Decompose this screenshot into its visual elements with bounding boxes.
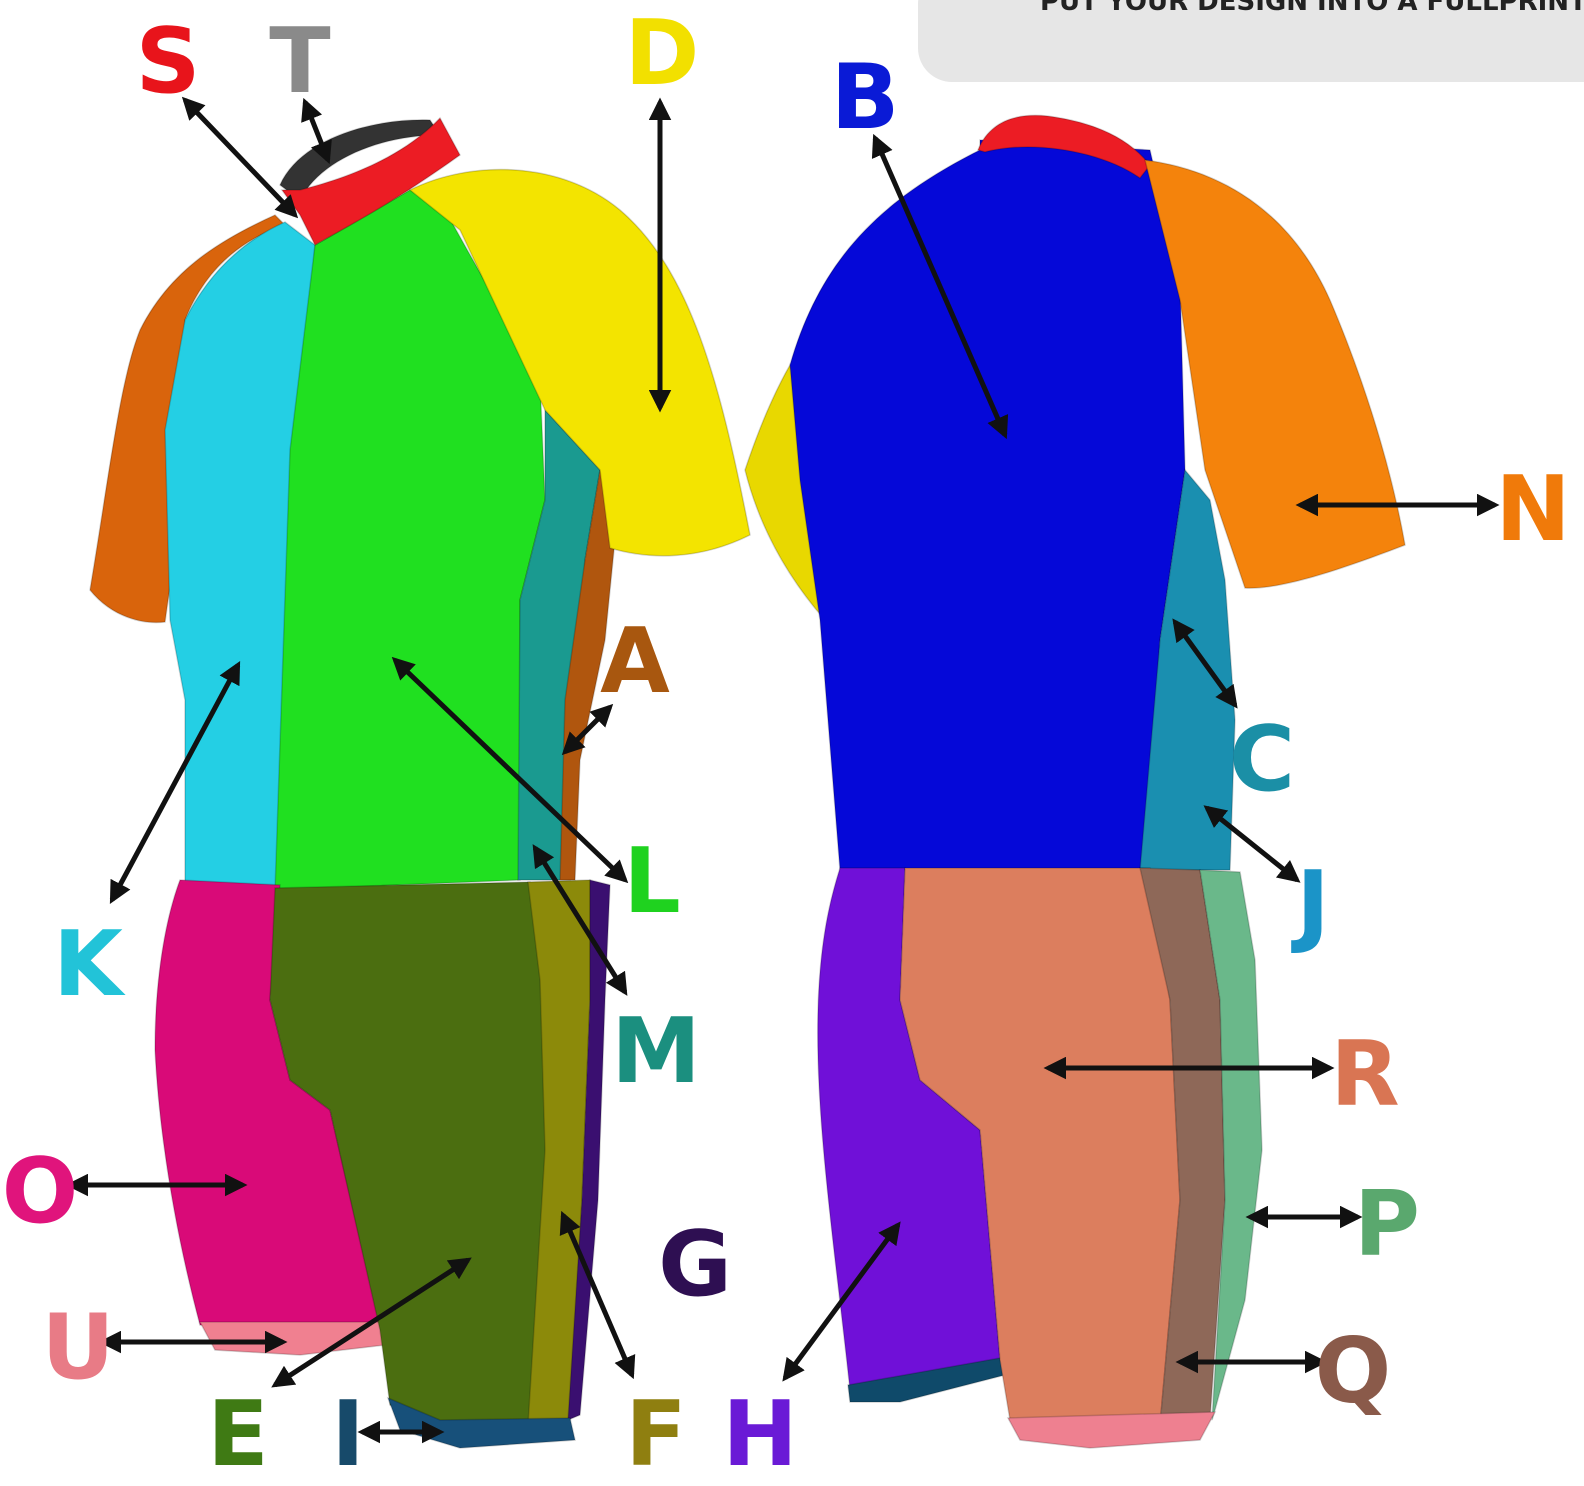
label-d: D (625, 1, 700, 106)
back-right-cuff (1008, 1412, 1215, 1448)
label-c: C (1229, 707, 1295, 812)
banner: PUT YOUR DESIGN INTO A FULLPRINT PATTERN (918, 0, 1584, 82)
front-left-cuff (200, 1322, 385, 1355)
label-a: A (600, 609, 670, 714)
label-o: O (2, 1139, 79, 1244)
label-e: E (207, 1382, 268, 1486)
label-b: B (831, 45, 900, 150)
banner-text: PUT YOUR DESIGN INTO A FULLPRINT PATTERN (1040, 0, 1584, 17)
label-l: L (623, 829, 680, 934)
back-main-panel (790, 140, 1185, 870)
label-g: G (658, 1212, 732, 1317)
label-q: Q (1315, 1319, 1392, 1424)
label-i: I (331, 1382, 365, 1486)
arrow-s (185, 100, 295, 215)
back-suit (745, 115, 1405, 1448)
front-suit (90, 118, 750, 1448)
label-j: J (1290, 852, 1330, 957)
label-n: N (1495, 457, 1570, 562)
label-s: S (136, 9, 201, 114)
label-r: R (1330, 1022, 1399, 1127)
label-m: M (611, 999, 701, 1104)
label-t: T (269, 9, 330, 114)
label-f: F (625, 1382, 686, 1486)
label-h: H (722, 1382, 797, 1486)
label-k: K (53, 912, 126, 1017)
label-p: P (1354, 1172, 1420, 1277)
label-u: U (41, 1295, 114, 1400)
